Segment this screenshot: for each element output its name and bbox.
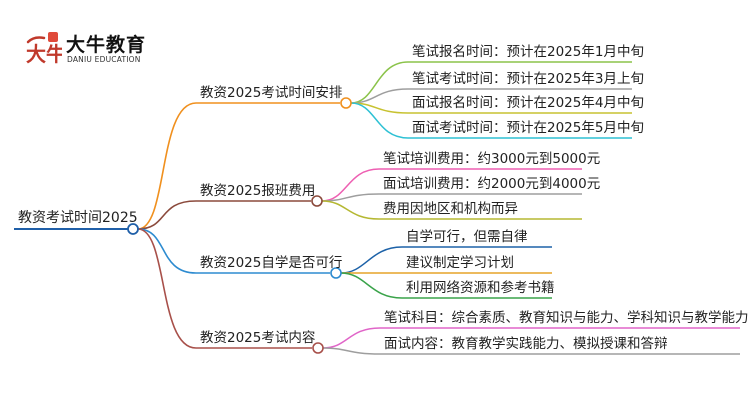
leaf-topic: 利用网络资源和参考书籍 [406,280,555,296]
branch-node [312,342,324,354]
logo-mark-text: 大牛 [26,42,62,66]
leaf-topic: 面试考试时间：预计在2025年5月中旬 [412,120,644,136]
leaf-topic: 建议制定学习计划 [406,255,514,271]
leaf-connector [321,200,380,220]
brand-subtitle: DANIU EDUCATION [67,55,141,64]
root-topic: 教资考试时间2025 [18,210,138,226]
branch-node [330,267,342,279]
leaf-topic: 面试培训费用：约2000元到4000元 [383,176,601,192]
brand-name: 大牛教育 [66,34,147,56]
brand-logo: 大牛 大牛教育 DANIU EDUCATION [22,24,152,70]
leaf-topic: 笔试科目：综合素质、教育知识与能力、学科知识与教学能力 [384,310,749,326]
leaf-topic: 面试报名时间：预计在2025年4月中旬 [412,95,644,111]
branch-node [311,195,323,207]
branch-connector [137,228,197,274]
branch-topic: 教资2025考试时间安排 [200,85,343,101]
branch-node [340,97,352,109]
leaf-topic: 笔试考试时间：预计在2025年3月上旬 [412,71,644,87]
leaf-topic: 自学可行，但需自律 [406,229,528,245]
leaf-connector [350,61,409,104]
branch-topic: 教资2025考试内容 [200,330,316,346]
leaf-connector [350,102,409,139]
leaf-topic: 笔试报名时间：预计在2025年1月中旬 [412,44,644,60]
daniu-logo-icon: 大牛 [26,32,62,66]
branch-connector [137,228,197,349]
branch-topic: 教资2025报班费用 [200,183,316,199]
leaf-connector [322,347,381,355]
leaf-connector [340,272,403,299]
root-node [127,223,139,235]
leaf-connector [322,327,381,349]
branch-connector [137,102,197,230]
leaf-connector [340,246,403,274]
branch-topic: 教资2025自学是否可行 [200,255,343,271]
leaf-topic: 笔试培训费用：约3000元到5000元 [383,151,601,167]
leaf-topic: 面试内容：教育教学实践能力、模拟授课和答辩 [384,336,668,352]
branch-connector [137,200,197,230]
leaf-topic: 费用因地区和机构而异 [383,201,518,217]
leaf-connector [321,193,380,202]
